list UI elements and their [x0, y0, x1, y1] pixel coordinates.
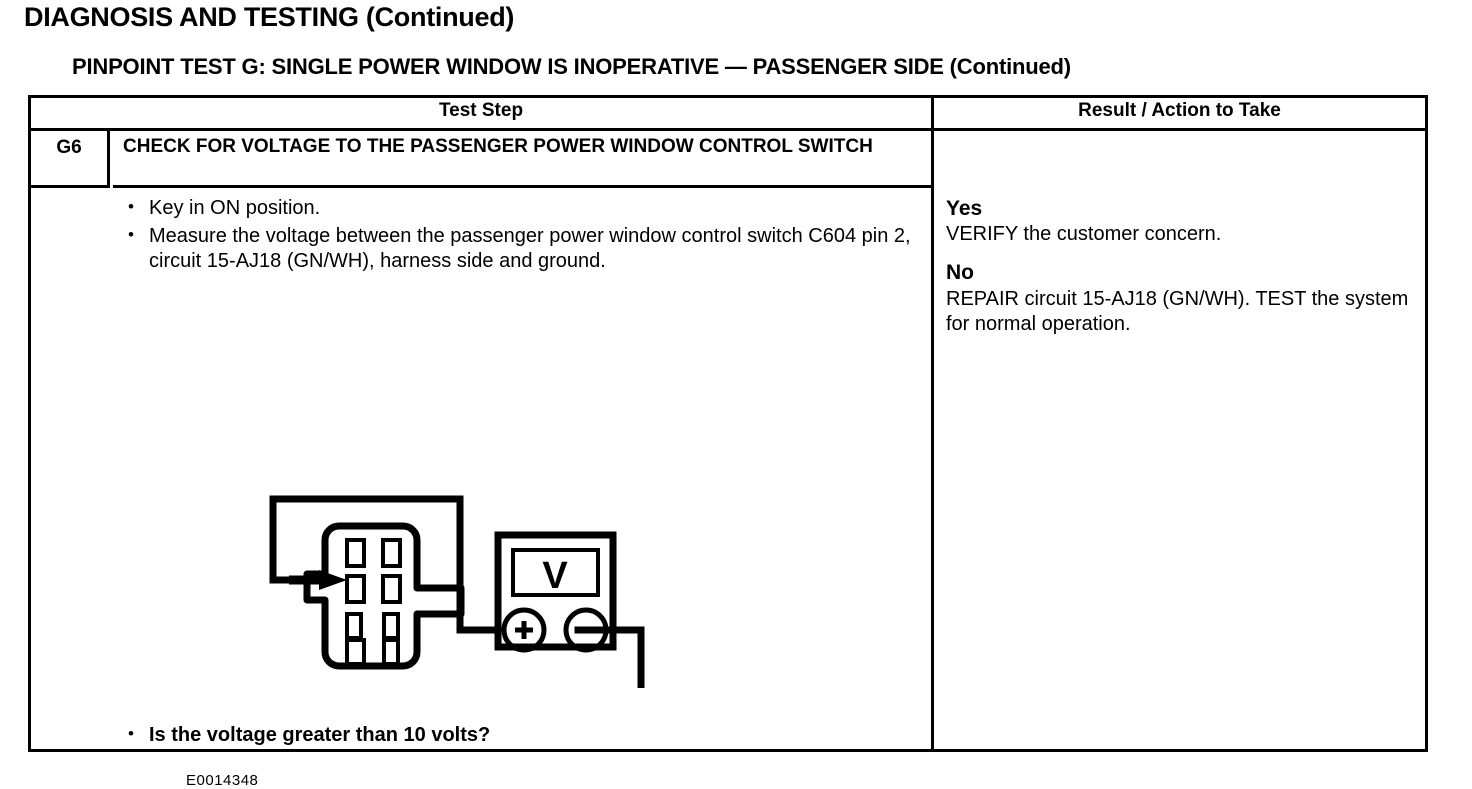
result-action-cell: Yes VERIFY the customer concern. No REPA… — [946, 196, 1416, 350]
result-label-yes: Yes — [946, 197, 983, 220]
figure-id: E0014348 — [186, 772, 259, 789]
header-rule — [31, 128, 1425, 131]
pin-cavity — [382, 638, 400, 666]
instruction-text: Key in ON position. — [149, 197, 321, 219]
result-block-yes: Yes VERIFY the customer concern. — [946, 196, 1416, 247]
column-divider — [931, 98, 934, 749]
diagnostic-table: Test Step Result / Action to Take G6 CHE… — [28, 95, 1428, 789]
plus-icon — [515, 621, 533, 639]
pinpoint-test-title: PINPOINT TEST G: SINGLE POWER WINDOW IS … — [72, 54, 1071, 79]
result-label-no: No — [946, 261, 974, 285]
voltmeter-display-label: V — [542, 555, 568, 597]
result-block-no: No REPAIR circuit 15-AJ18 (GN/WH). TEST … — [946, 260, 1416, 336]
question-text: Is the voltage greater than 10 volts? — [149, 724, 491, 746]
bullet-icon: • — [128, 224, 134, 244]
bullet-icon: • — [128, 197, 134, 216]
step-instructions: • Key in ON position. • Measure the volt… — [113, 196, 923, 277]
probe-arrow-icon — [289, 570, 347, 590]
voltmeter-body — [494, 531, 617, 651]
test-wiring-diagram: V — [113, 288, 923, 688]
connector-pin-cavities — [345, 538, 402, 666]
result-action-no: REPAIR circuit 15-AJ18 (GN/WH). TEST the… — [946, 287, 1409, 335]
pin-cavity — [345, 612, 363, 640]
list-item: • Key in ON position. — [113, 196, 923, 222]
bullet-icon: • — [128, 724, 134, 743]
pin-cavity — [345, 574, 366, 604]
page-title: DIAGNOSIS AND TESTING (Continued) — [24, 2, 515, 32]
instruction-text: Measure the voltage between the passenge… — [149, 224, 911, 273]
column-header-test-step: Test Step — [438, 100, 524, 121]
step-question: • Is the voltage greater than 10 volts? — [113, 723, 923, 749]
step-id-cell: G6 — [31, 131, 110, 188]
pin-cavity — [381, 538, 402, 568]
positive-lead-wire — [269, 495, 464, 634]
voltmeter-display — [511, 548, 600, 597]
list-item: • Measure the voltage between the passen… — [113, 224, 923, 275]
pin-cavity — [382, 612, 400, 640]
pin-cavity — [381, 574, 402, 604]
voltmeter-positive-terminal — [501, 607, 547, 653]
negative-lead-wire — [574, 626, 645, 688]
voltmeter-negative-terminal — [563, 607, 609, 653]
connector-housing — [303, 522, 465, 670]
pin-cavity — [345, 638, 366, 666]
step-title-cell: CHECK FOR VOLTAGE TO THE PASSENGER POWER… — [113, 131, 931, 188]
column-header-result-action: Result / Action to Take — [1078, 100, 1281, 121]
pin-cavity — [345, 538, 366, 568]
result-action-yes: VERIFY the customer concern. — [946, 223, 1222, 246]
